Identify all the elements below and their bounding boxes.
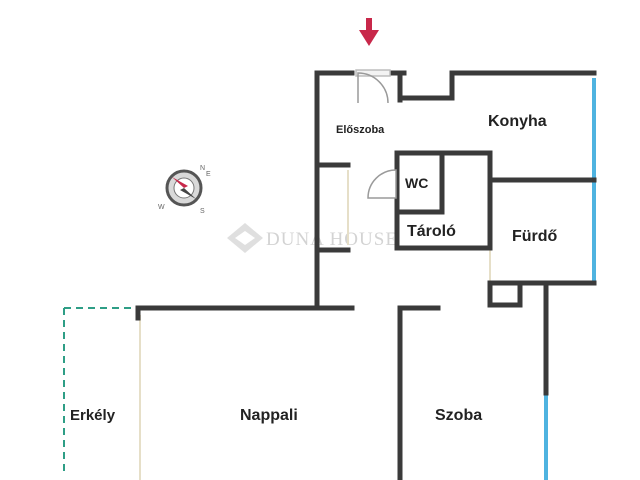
- compass-e: E: [206, 171, 211, 178]
- duna-house-logo-icon: [227, 223, 263, 253]
- room-label-tarolo: Tároló: [407, 223, 456, 240]
- compass-icon: N E S W: [158, 165, 211, 215]
- glazing-lines: [139, 170, 491, 480]
- walls: [135, 70, 597, 480]
- room-label-nappali: Nappali: [240, 407, 298, 424]
- balcony-outline: [63, 307, 137, 475]
- room-label-szoba: Szoba: [435, 407, 482, 424]
- compass-s: S: [200, 208, 205, 215]
- room-label-eloszoba: Előszoba: [336, 124, 385, 136]
- compass-w: W: [158, 204, 165, 211]
- room-label-erkely: Erkély: [70, 407, 116, 424]
- entrance-arrow-icon: [359, 18, 379, 46]
- compass-n: N: [200, 165, 205, 172]
- watermark: DUNA HOUSE: [227, 223, 398, 253]
- watermark-text: DUNA HOUSE: [266, 229, 398, 250]
- room-label-furdo: Fürdő: [512, 228, 558, 245]
- entrance-door: [355, 69, 391, 104]
- wc-door: [367, 169, 397, 199]
- doors: [355, 69, 397, 199]
- windows: [544, 78, 596, 480]
- room-label-wc: WC: [405, 175, 428, 191]
- room-label-konyha: Konyha: [488, 113, 547, 130]
